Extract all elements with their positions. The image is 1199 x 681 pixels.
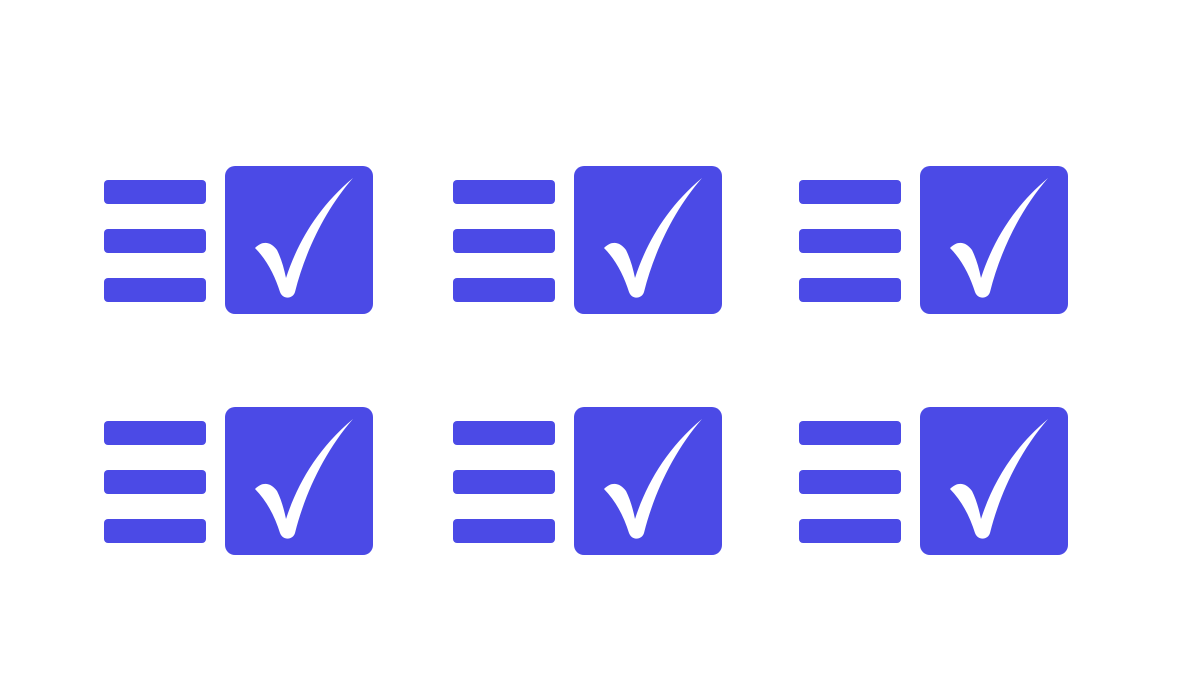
list-line-icon	[104, 229, 206, 253]
list-line-icon	[799, 180, 901, 204]
checkmark-icon	[604, 178, 702, 298]
checkbox-checked-icon	[574, 407, 722, 555]
checkbox-checked-icon	[920, 166, 1068, 314]
list-line-icon	[453, 180, 555, 204]
checkmark-icon	[255, 178, 353, 298]
list-line-icon	[799, 470, 901, 494]
checkbox-checked-icon	[920, 407, 1068, 555]
list-line-icon	[453, 470, 555, 494]
checklist-icon	[453, 407, 723, 557]
checkbox-checked-icon	[225, 166, 373, 314]
list-line-icon	[453, 421, 555, 445]
list-line-icon	[104, 470, 206, 494]
list-line-icon	[453, 519, 555, 543]
checkmark-icon	[604, 419, 702, 539]
list-line-icon	[104, 519, 206, 543]
checklist-icon	[104, 166, 374, 316]
checklist-icon	[799, 407, 1069, 557]
checkbox-checked-icon	[225, 407, 373, 555]
list-line-icon	[104, 421, 206, 445]
checklist-icon	[799, 166, 1069, 316]
checkbox-checked-icon	[574, 166, 722, 314]
list-line-icon	[104, 180, 206, 204]
list-line-icon	[799, 229, 901, 253]
list-line-icon	[453, 278, 555, 302]
checklist-icon	[453, 166, 723, 316]
list-line-icon	[799, 519, 901, 543]
checkmark-icon	[255, 419, 353, 539]
list-line-icon	[104, 278, 206, 302]
list-line-icon	[453, 229, 555, 253]
checkmark-icon	[950, 178, 1048, 298]
checkmark-icon	[950, 419, 1048, 539]
list-line-icon	[799, 278, 901, 302]
checklist-icon	[104, 407, 374, 557]
list-line-icon	[799, 421, 901, 445]
